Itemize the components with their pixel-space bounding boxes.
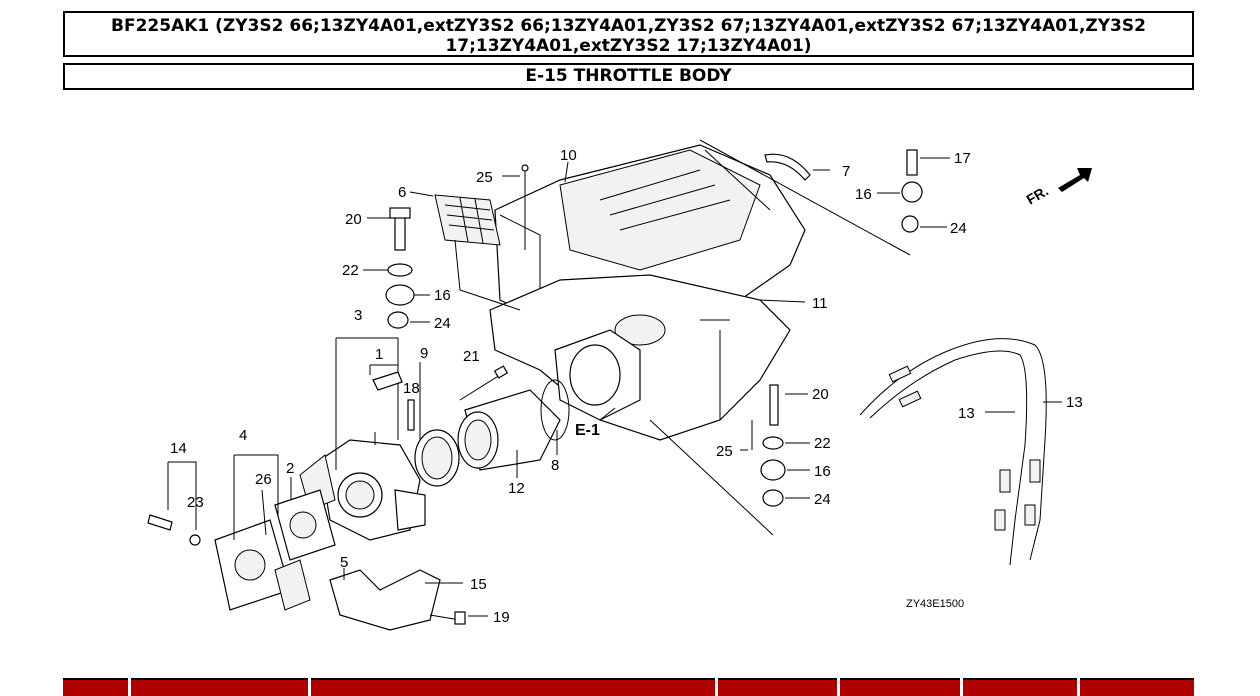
sensor-part	[369, 364, 415, 431]
table-header-cell	[311, 678, 715, 696]
callout: 24	[434, 315, 451, 332]
grille-part	[434, 194, 521, 311]
callout: 10	[560, 147, 577, 164]
screw-part	[521, 164, 529, 250]
table-header-cell	[963, 678, 1077, 696]
adapter-plate-part	[214, 454, 336, 611]
table-header-cell	[131, 678, 308, 696]
model-title-box: BF225AK1 (ZY3S2 66;13ZY4A01,extZY3S2 66;…	[63, 11, 1194, 57]
temp-sensor-part	[147, 461, 201, 546]
callout: 3	[354, 307, 362, 324]
model-title-line2: 17;13ZY4A01,extZY3S2 17;13ZY4A01)	[445, 36, 812, 56]
reference-label: E-1	[575, 422, 600, 439]
table-header-cell	[840, 678, 960, 696]
callout: 23	[187, 494, 204, 511]
callout: 15	[470, 576, 487, 593]
callout: 22	[342, 262, 359, 279]
mount-stack-right-top	[699, 139, 923, 256]
callout: 24	[814, 491, 831, 508]
callout: 12	[508, 480, 525, 497]
table-header-cell	[1080, 678, 1194, 696]
callout: 16	[434, 287, 451, 304]
callout: 24	[950, 220, 967, 237]
throttle-body-part	[299, 337, 426, 541]
callout: 13	[1066, 394, 1083, 411]
section-title-box: E-15 THROTTLE BODY	[63, 63, 1194, 90]
bolt-part	[459, 365, 509, 401]
callout: 4	[239, 427, 247, 444]
callout: 11	[812, 295, 828, 312]
mount-stack-right-bottom	[649, 384, 786, 536]
table-header-cell	[718, 678, 837, 696]
callout: 7	[842, 163, 850, 180]
elbow-part	[274, 559, 466, 631]
intake-duct-part	[457, 379, 570, 471]
callout: 16	[814, 463, 831, 480]
leader-lines	[261, 157, 1062, 617]
callout: 19	[493, 609, 510, 626]
callout-labels: 1 2 3 4 5 6 7 8 9 10 11 12 13 13 14 15 1…	[170, 147, 1083, 626]
mount-stack-left	[385, 207, 415, 329]
drawing-code: ZY43E1500	[906, 598, 964, 610]
callout: 5	[340, 554, 348, 571]
callout: 8	[551, 457, 559, 474]
callout: 6	[398, 184, 406, 201]
callout: 25	[716, 443, 733, 460]
callout: 21	[463, 348, 480, 365]
callout: 20	[812, 386, 829, 403]
model-title-line1: BF225AK1 (ZY3S2 66;13ZY4A01,extZY3S2 66;…	[111, 16, 1146, 36]
intake-housing-part	[489, 274, 806, 441]
callout: 9	[420, 345, 428, 362]
callout: 13	[958, 405, 975, 422]
callout: 20	[345, 211, 362, 228]
callout: 18	[403, 380, 420, 397]
callout: 1	[375, 346, 383, 363]
front-arrow-marker: FR.	[1024, 168, 1092, 208]
hose-part	[764, 153, 811, 181]
front-marker-label: FR.	[1024, 182, 1052, 207]
table-header-cell	[63, 678, 128, 696]
callout: 22	[814, 435, 831, 452]
section-title: E-15 THROTTLE BODY	[525, 66, 732, 86]
callout: 2	[286, 460, 294, 477]
callout: 17	[954, 150, 971, 167]
callout: 16	[855, 186, 872, 203]
callout: 26	[255, 471, 272, 488]
wire-harness-part	[859, 338, 1047, 566]
callout: 25	[476, 169, 493, 186]
callout: 14	[170, 440, 187, 457]
